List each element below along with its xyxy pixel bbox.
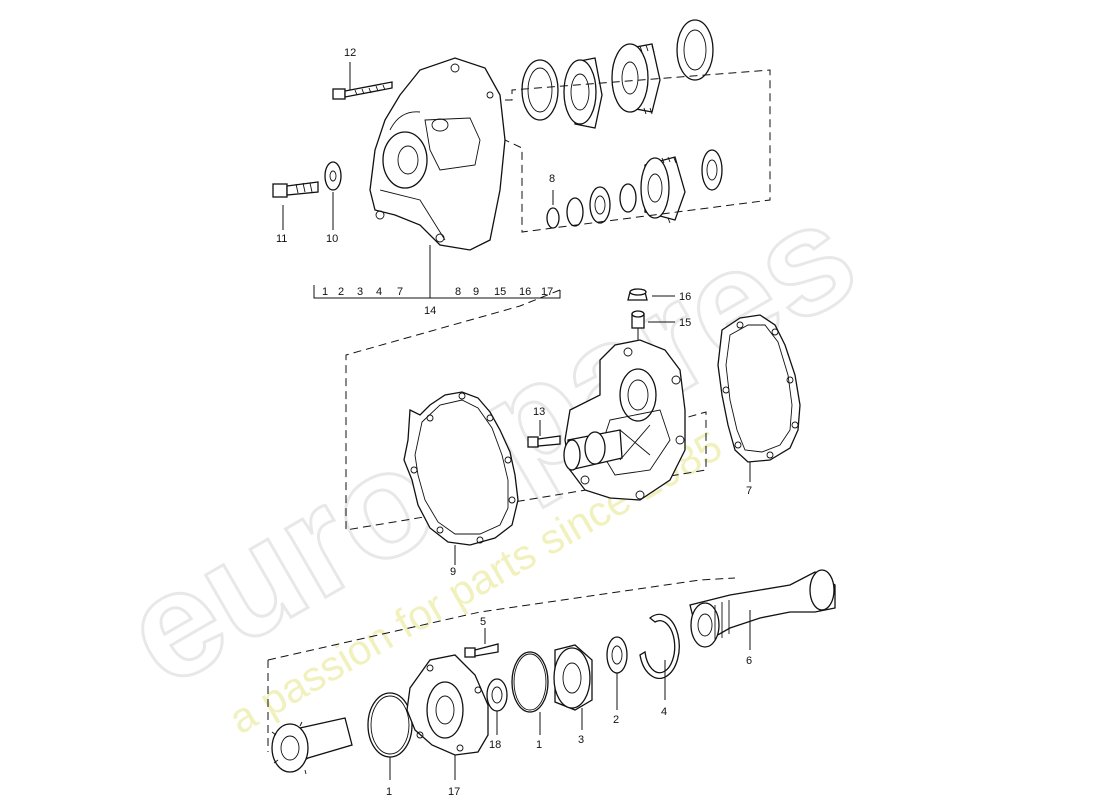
fitting-15	[631, 310, 645, 340]
flange-housing-17	[406, 654, 489, 756]
upper-shaft-parts	[521, 19, 714, 129]
seal-ring-1a	[367, 692, 413, 758]
bottom-leaders	[389, 610, 751, 780]
group-bracket: 1 2 3 4 7 8 9 15 16 17 14	[322, 286, 553, 317]
bolt-12	[332, 81, 393, 100]
gasket-7	[717, 314, 801, 463]
bolt-13	[527, 435, 561, 448]
bracket-label: 14	[424, 305, 436, 317]
bolt-11	[272, 181, 319, 198]
callout-6: 6	[746, 655, 752, 667]
circlip-4	[639, 613, 680, 680]
top-assembly-leaders	[282, 62, 771, 299]
callout-7: 7	[746, 485, 752, 497]
callout-18: 18	[489, 739, 501, 751]
callout-2: 2	[613, 714, 619, 726]
middle-assembly-frame	[345, 289, 707, 531]
seal-ring-1b	[511, 651, 549, 713]
lower-shaft-parts	[546, 149, 723, 229]
input-shaft-stub	[563, 429, 623, 471]
callout-3: 3	[578, 734, 584, 746]
callout-12: 12	[344, 47, 356, 59]
callout-1: 1	[536, 739, 542, 751]
callout-9: 9	[450, 566, 456, 578]
bracket-number: 4	[376, 286, 382, 298]
callout-4: 4	[661, 706, 667, 718]
pinion-gear-shaft	[271, 717, 353, 775]
bottom-assembly-frame	[267, 577, 736, 752]
gasket-9	[403, 391, 519, 546]
washer-2	[606, 636, 628, 674]
callout-labels: 12 11 10 8 16 15 13 7 9 5 6 4 2 3 18 1 1…	[276, 47, 752, 798]
callout-15: 15	[679, 317, 691, 329]
drive-shaft-6	[689, 569, 836, 648]
callout-13: 13	[533, 406, 545, 418]
washer-10	[324, 161, 342, 191]
bracket-number: 8	[455, 286, 461, 298]
intermediate-housing	[369, 57, 506, 251]
bracket-number: 9	[473, 286, 479, 298]
callout-5: 5	[480, 616, 486, 628]
bracket-number: 17	[541, 286, 553, 298]
bracket-number: 3	[357, 286, 363, 298]
callout-8: 8	[549, 173, 555, 185]
middle-leaders	[454, 295, 751, 565]
plug-16	[627, 288, 648, 301]
bracket-number: 2	[338, 286, 344, 298]
bracket-number: 15	[494, 286, 506, 298]
callout-1: 1	[386, 786, 392, 798]
callout-17: 17	[448, 786, 460, 798]
callout-11: 11	[276, 233, 287, 245]
callout-10: 10	[326, 233, 338, 245]
callout-16: 16	[679, 291, 691, 303]
bearing-3	[553, 644, 593, 711]
bracket-number: 7	[397, 286, 403, 298]
bracket-number: 16	[519, 286, 531, 298]
nut-18	[486, 678, 508, 712]
bracket-number: 1	[322, 286, 328, 298]
bolt-5	[464, 643, 499, 658]
